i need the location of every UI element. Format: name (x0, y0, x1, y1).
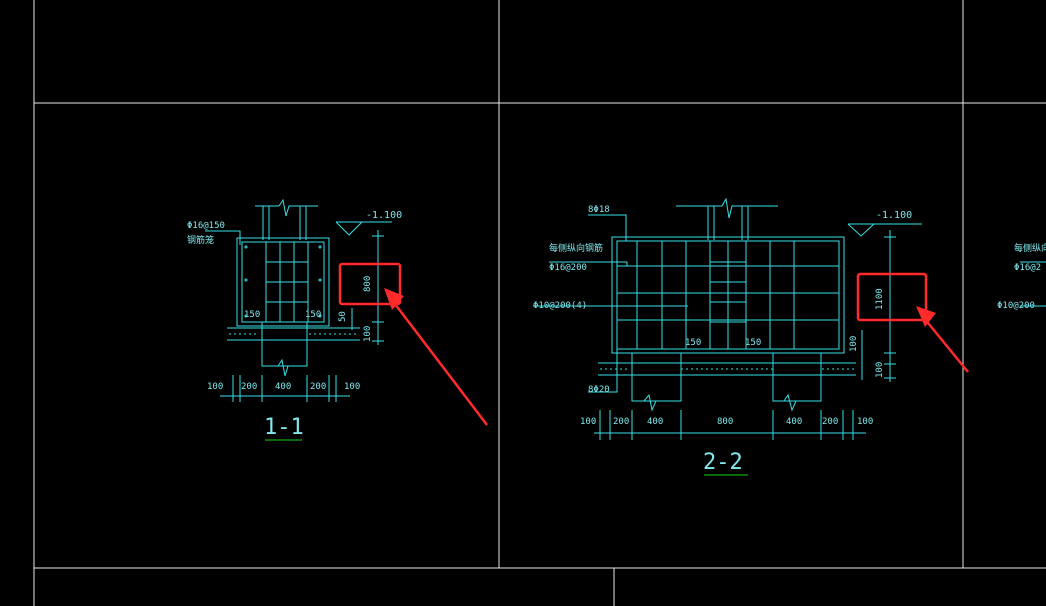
side-rebar-2: Φ16@200 (549, 263, 587, 273)
bottom-dim-2-a: 100 (580, 417, 596, 427)
bottom-dim-1-d: 200 (310, 382, 326, 392)
elevation-label-1: -1.100 (366, 210, 402, 221)
bottom-dim-2-g: 100 (857, 417, 873, 427)
bottom-dim-1-b: 200 (241, 382, 257, 392)
bottom-dim-1-c: 400 (275, 382, 291, 392)
section-partial: 每侧纵向 Φ16@2 Φ10@200 (997, 242, 1046, 311)
height-dim-2: 1100 (875, 288, 885, 310)
dim-100-2b: 100 (875, 362, 885, 378)
section-title-1-1: 1-1 (264, 415, 304, 440)
stirrup-2: Φ10@200(4) (533, 301, 587, 311)
bottom-dim-1-a: 100 (207, 382, 223, 392)
inner-150-left-1: 150 (244, 310, 260, 320)
inner-150-right-1: 150 (305, 310, 321, 320)
side-rebar-3: Φ16@2 (1014, 263, 1041, 273)
section-1-1 (205, 198, 392, 441)
bottom-dim-1-e: 100 (344, 382, 360, 392)
arrow-head-1 (384, 288, 404, 310)
bottom-dim-2-d: 800 (717, 417, 733, 427)
side-note-2: 每侧纵向钢筋 (549, 242, 603, 254)
dim-100-2a: 100 (849, 336, 859, 352)
side-note-3: 每侧纵向 (1014, 242, 1046, 254)
section-title-2-2: 2-2 (703, 450, 743, 475)
dim-50-1: 50 (338, 311, 348, 322)
elevation-label-2: -1.100 (876, 210, 912, 221)
section-2-2-labels: -1.100 8Φ18 每侧纵向钢筋 Φ16@200 Φ10@200(4) 8Φ… (533, 205, 912, 475)
bottom-dim-2-c: 400 (647, 417, 663, 427)
section-1-1-labels: -1.100 Φ16@150 钢筋笼 800 50 100 150 150 10… (187, 210, 402, 440)
inner-150-left-2: 150 (685, 338, 701, 348)
rebar-note-1b: 钢筋笼 (187, 234, 214, 246)
arrow-head-2 (916, 306, 936, 327)
dim-100-1: 100 (363, 326, 373, 342)
inner-150-right-2: 150 (745, 338, 761, 348)
bottom-dim-2-f: 200 (822, 417, 838, 427)
bottom-dim-2-e: 400 (786, 417, 802, 427)
rebar-note-1: Φ16@150 (187, 221, 225, 231)
highlight-box-2 (856, 272, 928, 322)
section-2-2 (533, 197, 922, 476)
bottom-dim-2-b: 200 (613, 417, 629, 427)
highlight-1 (338, 262, 488, 426)
top-rebar-2: 8Φ18 (588, 205, 610, 215)
bottom-rebar-2: 8Φ20 (588, 385, 610, 395)
stirrup-3: Φ10@200 (997, 301, 1035, 311)
height-dim-1: 800 (363, 276, 373, 292)
highlight-2 (856, 272, 969, 373)
sheet-frame (33, 0, 1046, 606)
highlight-box-1 (338, 262, 402, 306)
